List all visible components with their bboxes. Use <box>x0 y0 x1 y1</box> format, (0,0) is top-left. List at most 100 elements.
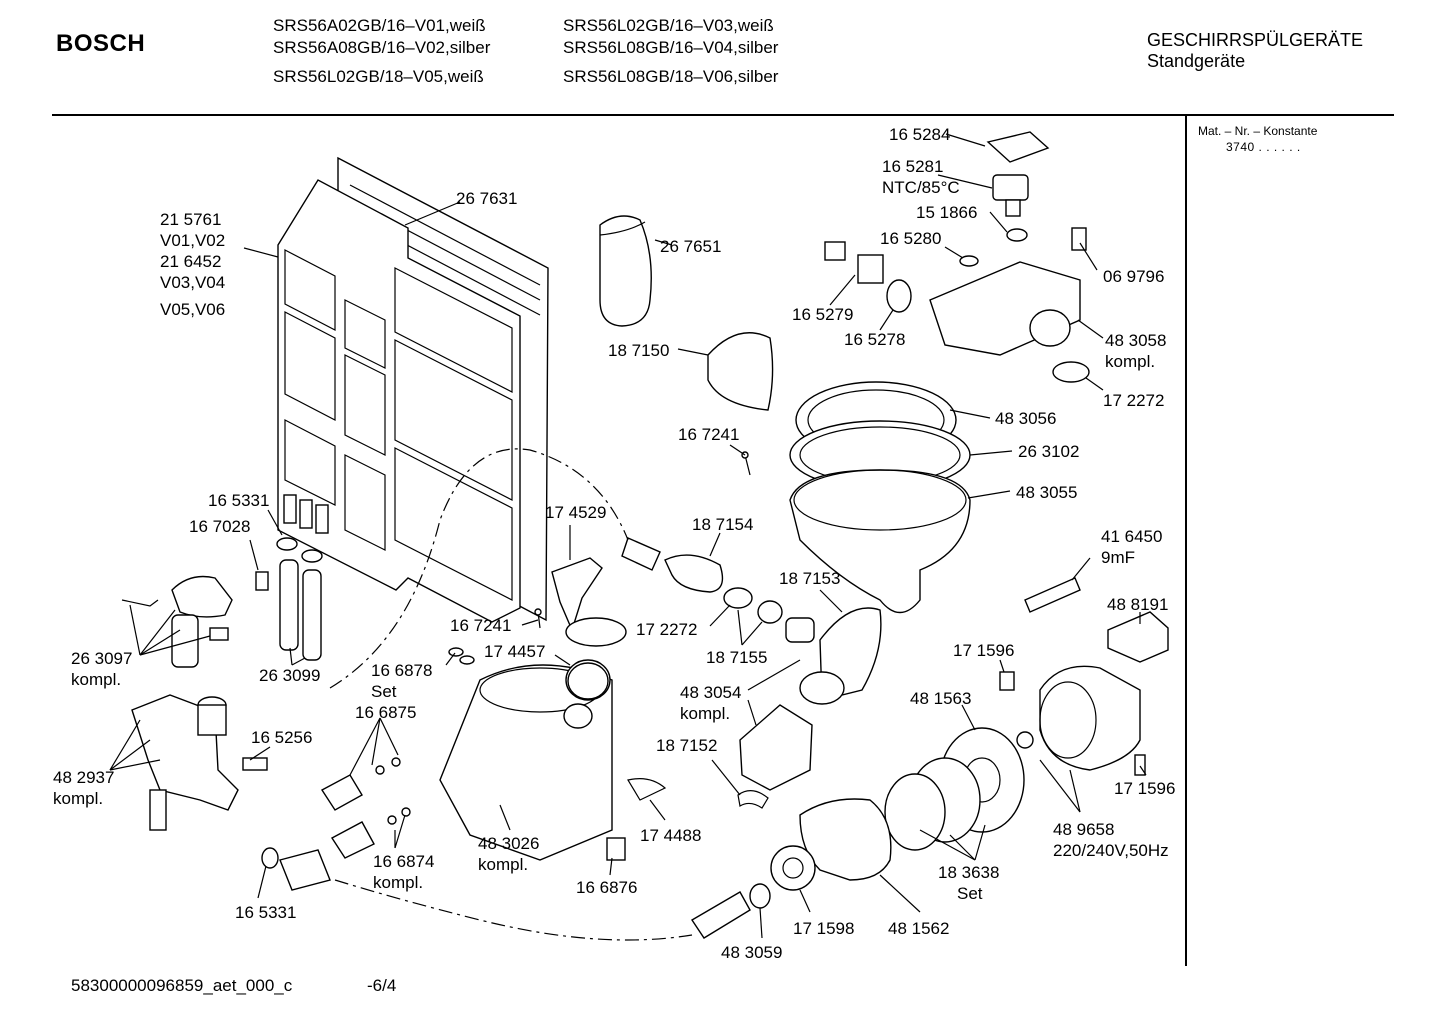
rear-panel <box>277 179 521 623</box>
hose-263099 <box>279 559 299 651</box>
heater-outlet <box>1029 309 1071 347</box>
solenoid-166875 <box>320 774 363 811</box>
bearing-171598 <box>770 845 816 891</box>
rear-panel-cells <box>284 249 513 601</box>
part-label: 17 4529 <box>545 503 606 522</box>
part-label: 16 5281 <box>882 157 943 176</box>
hose-connector-187154 <box>664 554 724 593</box>
part-label: 16 5278 <box>844 330 905 349</box>
part-label: 16 7028 <box>189 517 250 536</box>
side-divider <box>1185 116 1187 966</box>
part-label: 17 2272 <box>1103 391 1164 410</box>
valve-cylinder <box>197 704 227 736</box>
clip-166876 <box>606 837 626 861</box>
part-label: 17 4457 <box>484 642 545 661</box>
part-label: 48 3055 <box>1016 483 1077 502</box>
pump-motor <box>1039 665 1141 771</box>
mat-nr-value: 3740 . . . . . . <box>1226 140 1301 154</box>
part-label: 26 7651 <box>660 237 721 256</box>
valve-plug <box>149 789 167 831</box>
sensor-tube <box>171 614 199 668</box>
solenoid-166874 <box>330 821 375 859</box>
seal-183638-b <box>884 773 946 851</box>
sensor-clip <box>209 627 229 641</box>
part-label: kompl. <box>1105 352 1155 371</box>
clip-171596-b <box>1134 754 1146 776</box>
pump-sump <box>789 469 971 614</box>
part-label: 48 2937 <box>53 768 114 787</box>
sleeve-187155 <box>785 617 815 643</box>
part-label: 16 5284 <box>889 125 950 144</box>
part-label: 16 6878 <box>371 661 432 680</box>
part-label: 26 7631 <box>456 189 517 208</box>
clip-171596 <box>999 671 1015 691</box>
part-label: 16 6875 <box>355 703 416 722</box>
part-label: 16 5256 <box>251 728 312 747</box>
spring-hose <box>621 537 661 571</box>
hose-263099-b <box>302 569 322 661</box>
part-label: 18 3638 <box>938 863 999 882</box>
part-label: 48 3054 <box>680 683 741 702</box>
part-label: 06 9796 <box>1103 267 1164 286</box>
part-label: 18 7153 <box>779 569 840 588</box>
part-label: 16 5279 <box>792 305 853 324</box>
model-line: SRS56A08GB/16–V02,silber <box>273 38 491 57</box>
gasket-165278 <box>886 279 912 313</box>
part-label: 48 1562 <box>888 919 949 938</box>
part-label: 16 5280 <box>880 229 941 248</box>
ntc-sensor <box>992 174 1029 201</box>
softener-cap <box>563 703 593 729</box>
model-line: SRS56A02GB/16–V01,weiß <box>273 16 486 35</box>
category: GESCHIRRSPÜLGERÄTE <box>1147 30 1364 50</box>
part-label: 48 9658 <box>1053 820 1114 839</box>
part-label: 26 3099 <box>259 666 320 685</box>
header-divider <box>52 114 1394 116</box>
part-label: 17 4488 <box>640 826 701 845</box>
part-label: 17 1596 <box>1114 779 1175 798</box>
part-label: 18 7155 <box>706 648 767 667</box>
part-label: kompl. <box>478 855 528 874</box>
bracket-base <box>565 617 627 647</box>
part-label: 17 2272 <box>636 620 697 639</box>
clamp-172272 <box>723 587 753 609</box>
part-label: 16 6874 <box>373 852 434 871</box>
seal-174488 <box>627 778 667 801</box>
drain-sockets <box>283 494 329 534</box>
hose-165331 <box>279 849 331 891</box>
page-number: -6/4 <box>367 976 397 995</box>
part-label: V05,V06 <box>160 300 225 319</box>
seal-165331 <box>276 537 298 551</box>
leader-lines <box>109 133 1147 939</box>
part-label: 9mF <box>1101 548 1135 567</box>
part-label: 18 7150 <box>608 341 669 360</box>
aquastop-483054 <box>739 704 813 791</box>
clip-165279 <box>824 241 846 261</box>
cover-cap <box>707 332 774 411</box>
hose-clamp <box>1052 361 1090 383</box>
part-label: V03,V04 <box>160 273 225 292</box>
part-label: V01,V02 <box>160 231 225 250</box>
part-labels: 16 5284 16 5281 NTC/85°C 15 1866 16 5280… <box>53 125 1175 962</box>
part-label: kompl. <box>680 704 730 723</box>
elbow-ring <box>799 671 845 705</box>
seal-483059 <box>749 883 771 909</box>
part-label: kompl. <box>53 789 103 808</box>
part-label: 48 3026 <box>478 834 539 853</box>
part-label: 41 6450 <box>1101 527 1162 546</box>
gasket-174457 <box>567 662 609 700</box>
part-label: 16 5331 <box>208 491 269 510</box>
part-label: 17 1598 <box>793 919 854 938</box>
part-label: 26 3097 <box>71 649 132 668</box>
brand-logo: BOSCH <box>56 30 146 57</box>
ring-166878 <box>448 647 464 657</box>
part-label: 18 7154 <box>692 515 753 534</box>
mat-nr-title: Mat. – Nr. – Konstante <box>1198 124 1318 138</box>
document-id: 58300000096859_aet_000_c <box>71 976 293 995</box>
model-line: SRS56L08GB/16–V04,silber <box>563 38 779 57</box>
model-line: SRS56L02GB/16–V03,weiß <box>563 16 774 35</box>
part-label: 16 5331 <box>235 903 296 922</box>
part-drawings <box>121 131 1169 939</box>
clip-069796 <box>1071 227 1087 251</box>
category-title: GESCHIRRSPÜLGERÄTE Standgeräte <box>1147 30 1363 72</box>
